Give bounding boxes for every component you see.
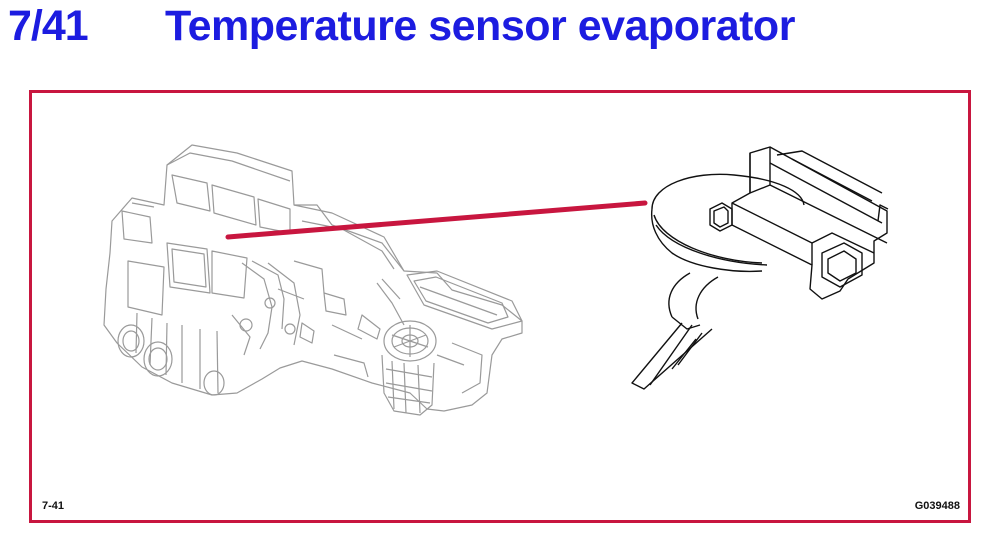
page-title: Temperature sensor evaporator: [165, 2, 795, 50]
header: 7/41 Temperature sensor evaporator: [8, 2, 978, 54]
diagram-illustration: [103, 144, 889, 416]
temperature-sensor-drawing: [631, 146, 889, 390]
figure-number: 7-41: [42, 500, 65, 512]
graphic-id: G039488: [914, 500, 960, 512]
page-number: 7/41: [8, 2, 89, 50]
pointer-line: [225, 200, 648, 240]
diagram-frame: 7-41 G039488: [29, 90, 971, 523]
hvac-housing-drawing: [103, 144, 523, 416]
